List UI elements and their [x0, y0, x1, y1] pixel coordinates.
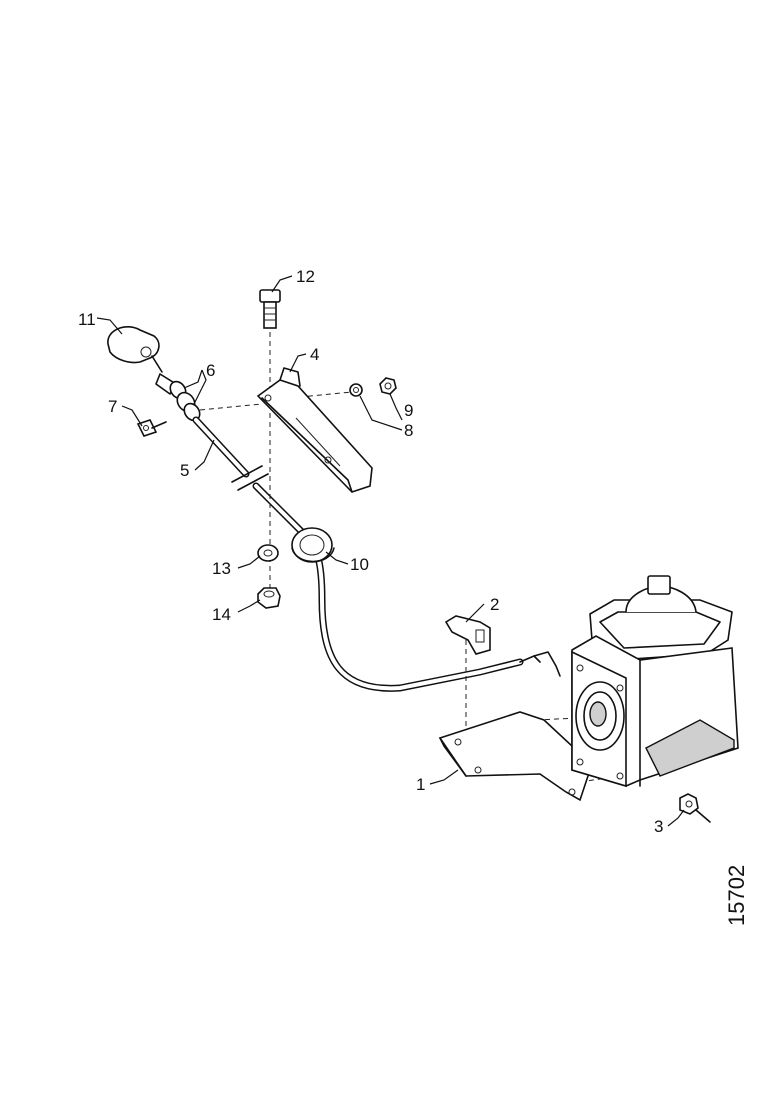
callout-11: 11: [78, 310, 96, 329]
washer-part-8: [349, 383, 363, 397]
cable-part-5: [192, 416, 561, 692]
drawing-number: 15702: [724, 865, 749, 926]
screw-part-7: [136, 419, 167, 437]
gearbox-housing: [571, 575, 739, 788]
callout-2: 2: [490, 595, 499, 614]
callout-13: 13: [212, 559, 231, 578]
clip-part-2: [444, 615, 491, 655]
callout-12: 12: [296, 267, 315, 286]
callout-10: 10: [350, 555, 369, 574]
cable-end-fitting-part-6: [155, 373, 201, 422]
bolt-part-12: [259, 289, 281, 329]
callout-9: 9: [404, 401, 413, 420]
nut-part-9: [379, 377, 397, 395]
callout-3: 3: [654, 817, 663, 836]
leader-lines: [96, 275, 685, 827]
grommet-part-10: [291, 527, 335, 563]
callout-14: 14: [212, 605, 231, 624]
callout-4: 4: [310, 345, 319, 364]
callout-7: 7: [108, 397, 117, 416]
nut-part-3: [679, 793, 711, 823]
nut-part-14: [257, 587, 281, 609]
callout-5: 5: [180, 461, 189, 480]
base-plate-part-1: [438, 711, 591, 802]
callout-8: 8: [404, 421, 413, 440]
handle-part-11: [107, 326, 163, 373]
callout-1: 1: [416, 775, 425, 794]
washer-part-13: [257, 544, 279, 562]
callout-6: 6: [206, 361, 215, 380]
bracket-part-4: [256, 367, 373, 493]
